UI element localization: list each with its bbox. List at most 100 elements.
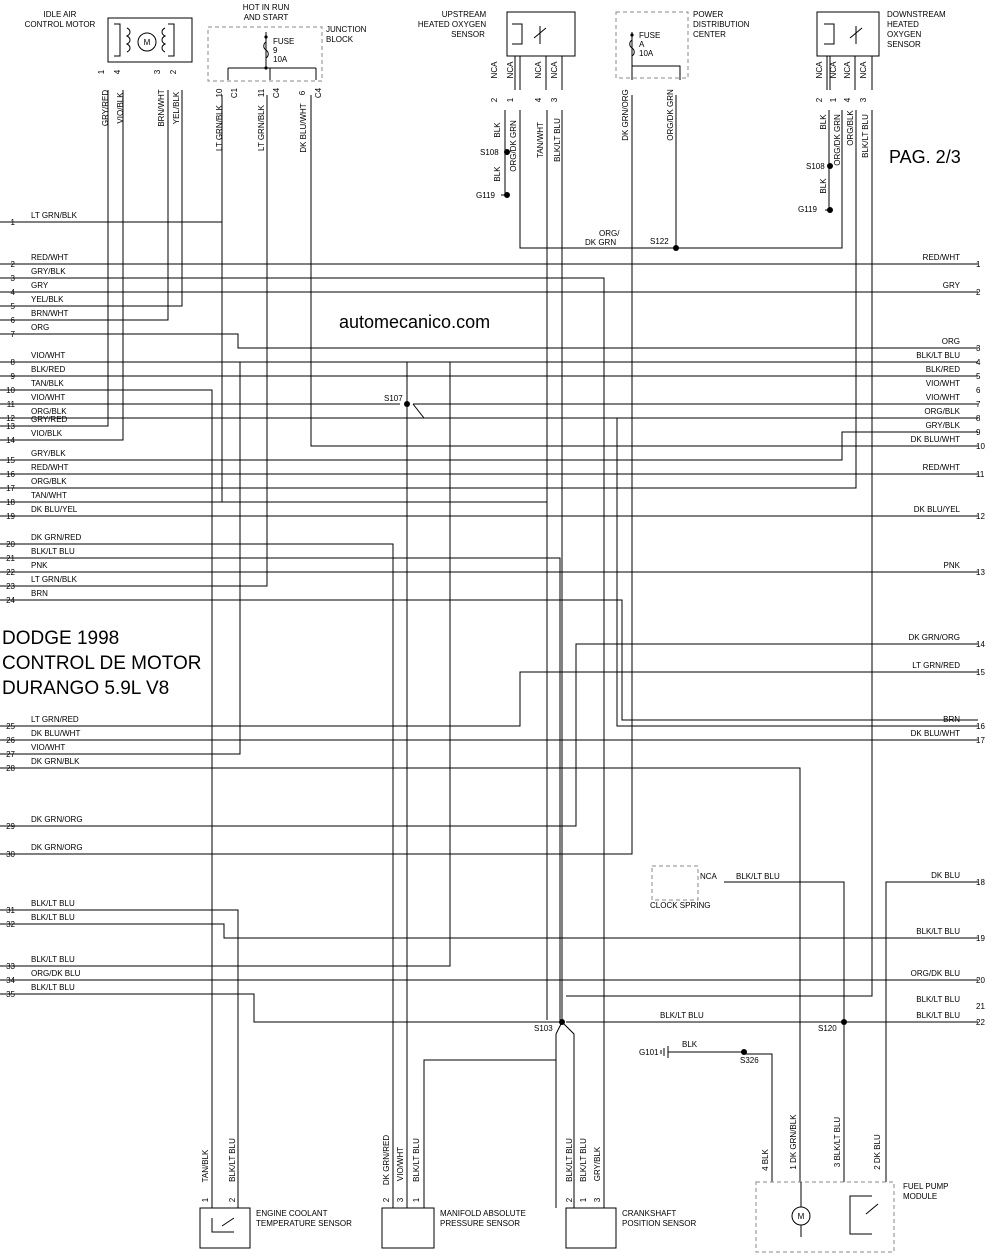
right-pin-wire-label: VIO/WHT xyxy=(926,379,960,388)
title-line-2: CONTROL DE MOTOR xyxy=(2,653,202,674)
right-pin-number: 16 xyxy=(976,722,985,731)
pdc-label-2: DISTRIBUTION xyxy=(693,20,750,29)
fpm-wire-label: 3 BLK/LT BLU xyxy=(833,1117,842,1168)
page-number: PAG. 2/3 xyxy=(889,147,961,167)
right-pin-number: 7 xyxy=(976,400,981,409)
right-pin-wire-label: LT GRN/RED xyxy=(912,661,960,670)
fpm-motor-letter: M xyxy=(798,1212,805,1221)
map-label-1: MANIFOLD ABSOLUTE xyxy=(440,1209,526,1218)
clock-spring-nca: NCA xyxy=(700,872,718,881)
pdc-fuse-label: FUSE xyxy=(639,31,660,40)
left-pin-number: 18 xyxy=(6,498,15,507)
up-o2-nca: NCA xyxy=(550,61,559,79)
map-wire-label: VIO/WHT xyxy=(396,1147,405,1181)
right-pin-wire-label: ORG/BLK xyxy=(924,407,960,416)
ckp-label-2: POSITION SENSOR xyxy=(622,1219,696,1228)
ect-wire-label: TAN/BLK xyxy=(201,1149,210,1182)
ckp-wire-label: GRY/BLK xyxy=(593,1146,602,1181)
right-pin-number: 19 xyxy=(976,934,985,943)
left-pin-wire-label: RED/WHT xyxy=(31,253,68,262)
dn-o2-label-2: HEATED xyxy=(887,20,919,29)
splice-s120 xyxy=(841,1019,847,1025)
up-o2-nca: NCA xyxy=(534,61,543,79)
left-pin-wire-label: BLK/LT BLU xyxy=(31,955,75,964)
dn-o2-wire-label: ORG/BLK xyxy=(846,110,855,146)
motor-icon xyxy=(137,32,157,52)
iac-pin-2: 2 xyxy=(169,69,178,74)
ckp-pin: 2 xyxy=(565,1197,574,1202)
up-o2-wire-label: BLK xyxy=(493,122,502,138)
fpm-wire-label: 4 BLK xyxy=(761,1148,770,1170)
left-pin-number: 12 xyxy=(6,414,15,423)
left-pin-wire-label: DK GRN/RED xyxy=(31,533,81,542)
iac-wire-label: GRY/RED xyxy=(101,90,110,127)
fpm-label-1: FUEL PUMP xyxy=(903,1182,949,1191)
title-line-1: DODGE 1998 xyxy=(2,628,119,649)
wire-network xyxy=(0,90,978,1208)
left-pin-wire-label: LT GRN/RED xyxy=(31,715,79,724)
left-pin-wire-label: ORG/DK BLU xyxy=(31,969,81,978)
splice-s107 xyxy=(404,401,410,407)
jb-fuse-rating: 10A xyxy=(273,55,288,64)
left-pin-number: 30 xyxy=(6,850,15,859)
left-pin-wire-label: BLK/LT BLU xyxy=(31,913,75,922)
right-pin-number: 22 xyxy=(976,1018,985,1027)
left-pin-wire-label: PNK xyxy=(31,561,48,570)
splice-label: S103 xyxy=(534,1024,553,1033)
left-pin-wire-label: YEL/BLK xyxy=(31,295,64,304)
left-pin-wire-label: GRY xyxy=(31,281,49,290)
right-pin-number: 21 xyxy=(976,1002,985,1011)
right-pin-number: 11 xyxy=(976,470,985,479)
left-pin-wire-label: VIO/WHT xyxy=(31,393,65,402)
idle-air-control-motor: IDLE AIR CONTROL MOTOR M 1 4 3 2 GRY/RED… xyxy=(25,10,193,127)
ground-icon xyxy=(660,1046,669,1058)
left-pin-wire-label: DK BLU/WHT xyxy=(31,729,80,738)
left-pin-wire-label: VIO/WHT xyxy=(31,743,65,752)
title-line-3: DURANGO 5.9L V8 xyxy=(2,678,169,699)
right-pin-number: 6 xyxy=(976,386,981,395)
up-o2-pin: 2 xyxy=(490,97,499,102)
left-pin-number: 19 xyxy=(6,512,15,521)
splice-label: S108 xyxy=(480,148,499,157)
right-pin-wire-label: RED/WHT xyxy=(923,463,960,472)
ckp-wire-label: BLK/LT BLU xyxy=(579,1138,588,1182)
right-pin-number: 14 xyxy=(976,640,985,649)
right-pin-wire-label: ORG xyxy=(942,337,960,346)
left-pin-wire-label: GRY/BLK xyxy=(31,267,66,276)
dn-o2-nca: NCA xyxy=(829,61,838,79)
pdc-wire-label: DK GRN/ORG xyxy=(621,89,630,141)
left-pin-wire-label: TAN/BLK xyxy=(31,379,64,388)
left-pin-number: 21 xyxy=(6,554,15,563)
s122-wire-label: ORG/ xyxy=(599,229,620,238)
fuel-pump-module: M FUEL PUMP MODULE 4 BLK 1 DK GRN/BLK 3 … xyxy=(755,1114,949,1253)
right-pin-wire-label: PNK xyxy=(944,561,961,570)
pdc-label-3: CENTER xyxy=(693,30,726,39)
dn-o2-label-1: DOWNSTREAM xyxy=(887,10,946,19)
jb-connector: C1 xyxy=(230,87,239,98)
left-pin-wire-label: LT GRN/BLK xyxy=(31,575,78,584)
left-pin-wire-label: BLK/LT BLU xyxy=(31,983,75,992)
left-pin-wire-label: BLK/RED xyxy=(31,365,65,374)
left-pin-wire-label: ORG xyxy=(31,323,49,332)
map-pin: 3 xyxy=(396,1197,405,1202)
left-pin-wire-label: LT GRN/BLK xyxy=(31,211,78,220)
dn-o2-pin: 3 xyxy=(859,97,868,102)
left-pin-number: 16 xyxy=(6,470,15,479)
up-o2-label-1: UPSTREAM xyxy=(442,10,487,19)
up-o2-wire-label: BLK/LT BLU xyxy=(553,118,562,162)
junction-block: HOT IN RUN AND START JUNCTION BLOCK FUSE… xyxy=(207,3,367,153)
dn-o2-wire-label: BLK/LT BLU xyxy=(861,114,870,158)
dn-o2-pin: 4 xyxy=(843,97,852,102)
jb-side-label-1: JUNCTION xyxy=(326,25,367,34)
jb-connector: C4 xyxy=(272,87,281,98)
iac-motor-letter: M xyxy=(144,38,151,47)
dn-o2-pin: 2 xyxy=(815,97,824,102)
left-pin-number: 14 xyxy=(6,436,15,445)
left-pin-number: 13 xyxy=(6,422,15,431)
up-o2-label-2: HEATED OXYGEN xyxy=(418,20,487,29)
fuse-icon xyxy=(629,39,635,57)
left-pin-number: 5 xyxy=(11,302,16,311)
splice-label: S107 xyxy=(384,394,403,403)
